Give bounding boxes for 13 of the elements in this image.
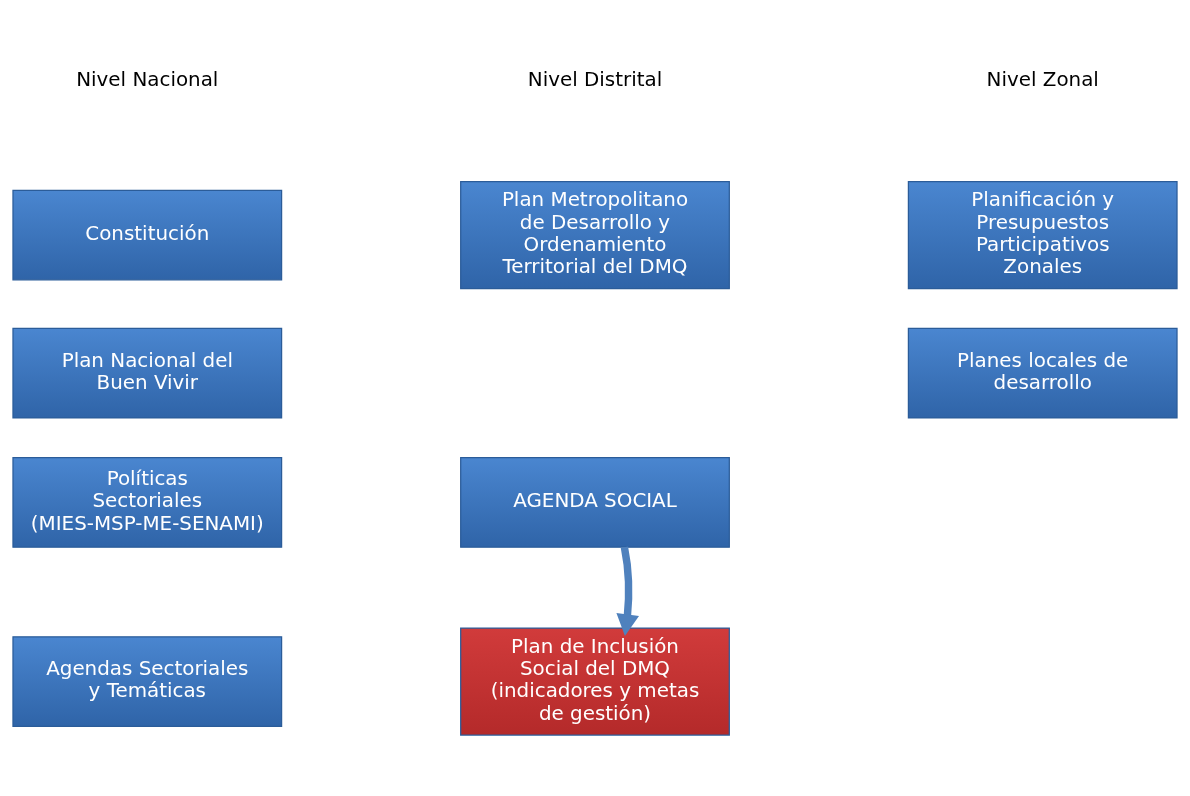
node-box: Planes locales de desarrollo	[907, 327, 1178, 419]
label: Nivel Distrital	[527, 67, 663, 91]
node-box: Políticas Sectoriales (MIES-MSP-ME-SENAMI)	[12, 457, 283, 548]
label: Nivel Zonal	[986, 67, 1099, 91]
node-box: Constitución	[12, 189, 283, 281]
node-box: Agendas Sectoriales y Temáticas	[12, 636, 283, 727]
node-box: Plan de Inclusión Social del DMQ (indicadores y metas de gestión)	[460, 627, 730, 736]
arrow	[616, 546, 639, 636]
node-box: AGENDA SOCIAL	[460, 457, 730, 548]
node-box: Plan Metropolitano de Desarrollo y Ordenamiento Territorial del DMQ	[460, 181, 730, 290]
node-box: Planificación y Presupuestos Participativos Zonales	[907, 181, 1178, 290]
node-box: Plan Nacional del Buen Vivir	[12, 327, 283, 419]
label: Nivel Nacional	[76, 67, 219, 91]
